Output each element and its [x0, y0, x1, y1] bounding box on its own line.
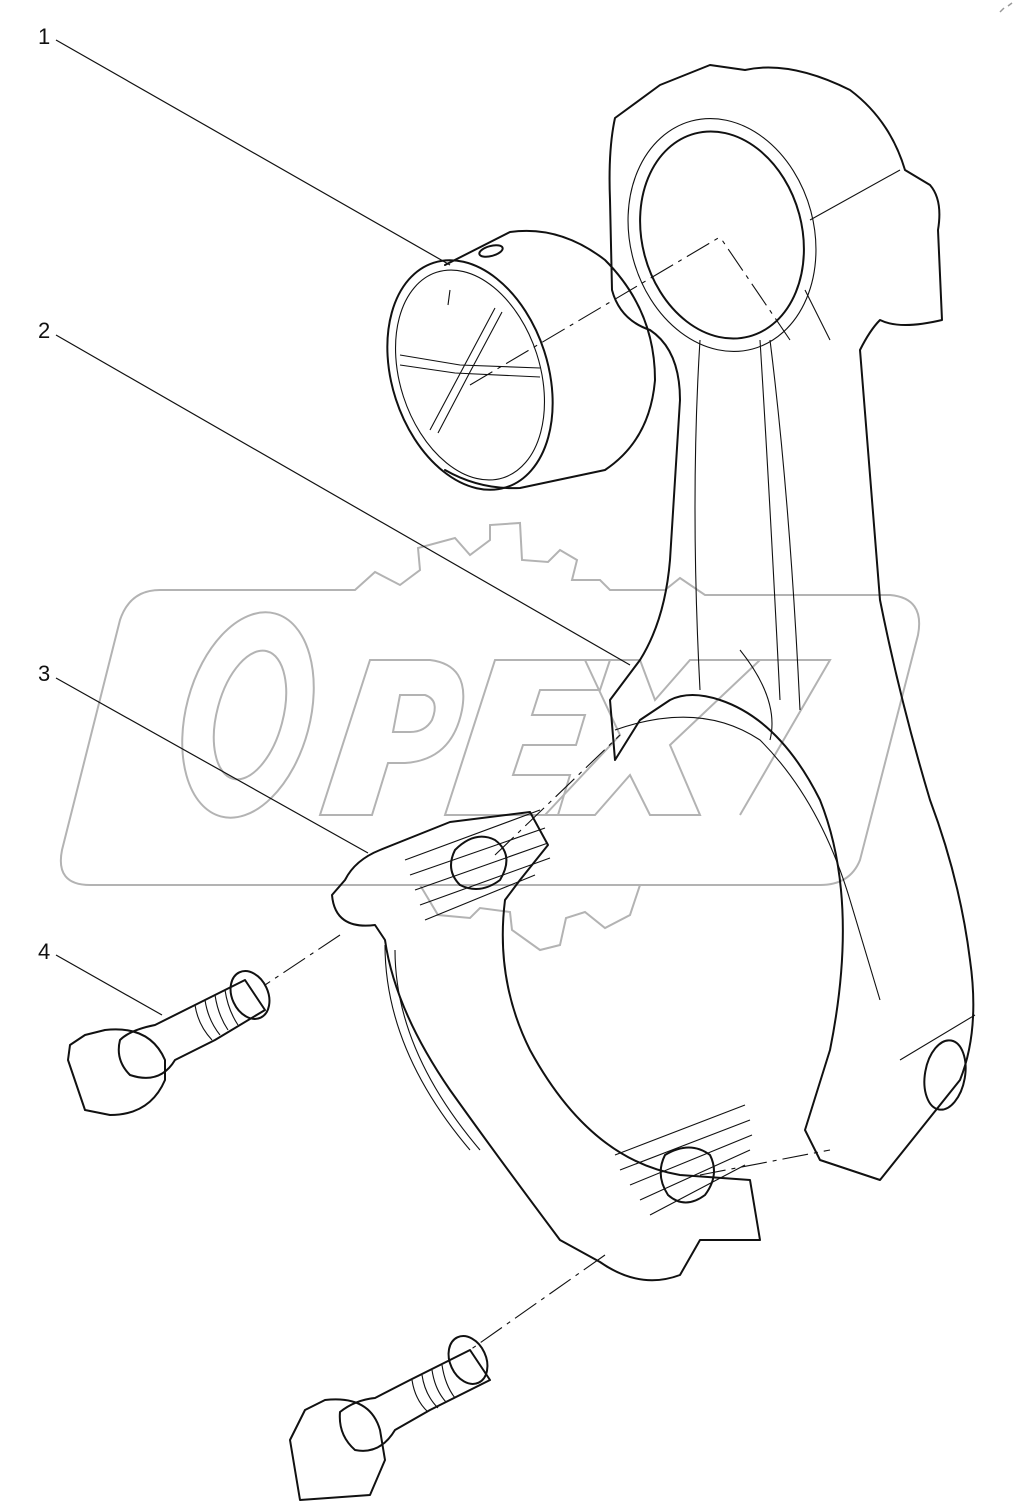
- connecting-rod-part-2: [608, 64, 976, 1181]
- callout-4: 4: [38, 939, 51, 964]
- cap-part-3: [264, 734, 831, 1351]
- bolt-part-4-upper: [67, 970, 271, 1116]
- corner-mark: [999, 2, 1013, 13]
- bolt-part-4-lower: [289, 1335, 491, 1501]
- callout-1: 1: [38, 24, 51, 49]
- leader-lines: [55, 39, 631, 1016]
- opex-watermark: [59, 521, 921, 952]
- bushing-part-1: [386, 229, 721, 491]
- callout-2: 2: [38, 318, 51, 343]
- callout-3: 3: [38, 661, 51, 686]
